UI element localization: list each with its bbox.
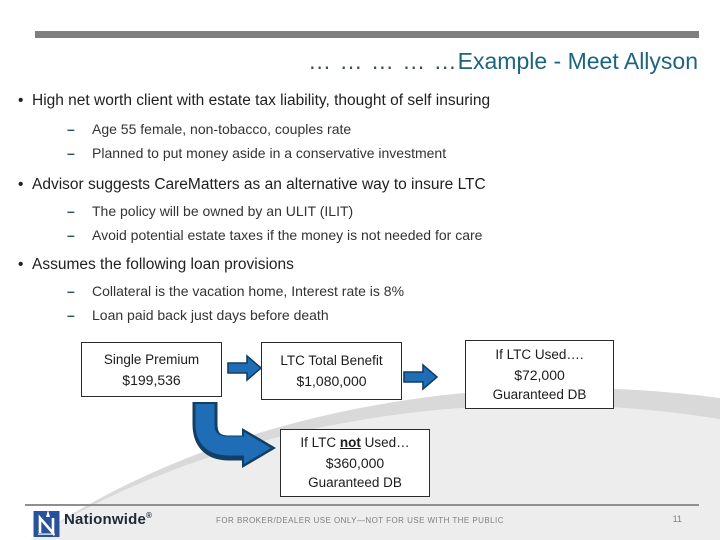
single-premium-label: Single Premium bbox=[103, 351, 200, 367]
if-ltc-not-used-value: $360,000 bbox=[325, 455, 385, 471]
sub-bullet-text: Age 55 female, non-tobacco, couples rate bbox=[92, 121, 352, 137]
if-ltc-used-note: Guaranteed DB bbox=[492, 386, 587, 402]
nationwide-logo-icon bbox=[33, 510, 60, 537]
footer-divider-line bbox=[25, 504, 699, 506]
sub-bullet-text: The policy will be owned by an ULIT (ILI… bbox=[92, 203, 354, 219]
bullet-marker: • bbox=[18, 176, 24, 193]
bullet-item: • Assumes the following loan provisions bbox=[18, 254, 712, 275]
if-ltc-not-used-label: If LTC not Used… bbox=[300, 435, 410, 450]
if-ltc-used-value: $72,000 bbox=[514, 366, 565, 383]
title-leading-dots: … … … … … bbox=[308, 48, 458, 74]
sub-bullet-text: Avoid potential estate taxes if the mone… bbox=[92, 227, 483, 243]
if-ltc-used-box: If LTC Used…. $72,000 Guaranteed DB bbox=[465, 340, 614, 409]
bullet-text: Advisor suggests CareMatters as an alter… bbox=[32, 176, 486, 193]
if-ltc-not-used-box: If LTC not Used… $360,000 Guaranteed DB bbox=[280, 429, 430, 497]
ltc-total-benefit-label: LTC Total Benefit bbox=[280, 353, 383, 368]
bent-down-right-arrow-icon bbox=[192, 402, 276, 468]
brand-wordmark: Nationwide® bbox=[64, 511, 153, 528]
sub-bullet-text: Loan paid back just days before death bbox=[92, 307, 329, 323]
bullet-text: Assumes the following loan provisions bbox=[32, 256, 294, 273]
if-ltc-not-used-note: Guaranteed DB bbox=[308, 475, 402, 490]
dash-marker: – bbox=[67, 227, 75, 243]
bullet-list: • High net worth client with estate tax … bbox=[18, 90, 712, 325]
dash-marker: – bbox=[67, 283, 75, 299]
registered-mark: ® bbox=[146, 511, 153, 520]
dash-marker: – bbox=[67, 145, 75, 161]
page-number: 11 bbox=[672, 514, 682, 524]
bullet-text: High net worth client with estate tax li… bbox=[32, 92, 491, 109]
sub-bullet-item: – Collateral is the vacation home, Inter… bbox=[18, 282, 712, 301]
if-ltc-used-label: If LTC Used…. bbox=[495, 346, 584, 362]
sub-bullet-item: – Planned to put money aside in a conser… bbox=[18, 144, 712, 163]
slide-title: … … … … …Example - Meet Allyson bbox=[40, 48, 698, 75]
footer-disclaimer: FOR BROKER/DEALER USE ONLY—NOT FOR USE W… bbox=[216, 516, 504, 525]
dash-marker: – bbox=[67, 121, 75, 137]
sub-bullet-text: Planned to put money aside in a conserva… bbox=[92, 145, 447, 161]
sub-bullet-item: – The policy will be owned by an ULIT (I… bbox=[18, 202, 712, 221]
sub-bullet-item: – Loan paid back just days before death bbox=[18, 306, 712, 325]
bullet-marker: • bbox=[18, 256, 24, 273]
dash-marker: – bbox=[67, 307, 75, 323]
sub-bullet-text: Collateral is the vacation home, Interes… bbox=[92, 283, 405, 299]
single-premium-value: $199,536 bbox=[122, 371, 181, 388]
single-premium-box: Single Premium $199,536 bbox=[81, 342, 222, 397]
dash-marker: – bbox=[67, 203, 75, 219]
sub-bullet-item: – Age 55 female, non-tobacco, couples ra… bbox=[18, 120, 712, 139]
header-divider-bar bbox=[35, 31, 699, 38]
not-emphasis: not bbox=[339, 435, 361, 450]
right-arrow-icon bbox=[403, 363, 439, 391]
bullet-marker: • bbox=[18, 92, 24, 109]
bullet-item: • High net worth client with estate tax … bbox=[18, 90, 712, 111]
ltc-total-benefit-box: LTC Total Benefit $1,080,000 bbox=[261, 342, 402, 400]
title-text: Example - Meet Allyson bbox=[457, 48, 698, 74]
sub-bullet-item: – Avoid potential estate taxes if the mo… bbox=[18, 226, 712, 245]
bullet-item: • Advisor suggests CareMatters as an alt… bbox=[18, 174, 712, 195]
right-arrow-icon bbox=[227, 354, 263, 382]
ltc-total-benefit-value: $1,080,000 bbox=[296, 373, 367, 389]
